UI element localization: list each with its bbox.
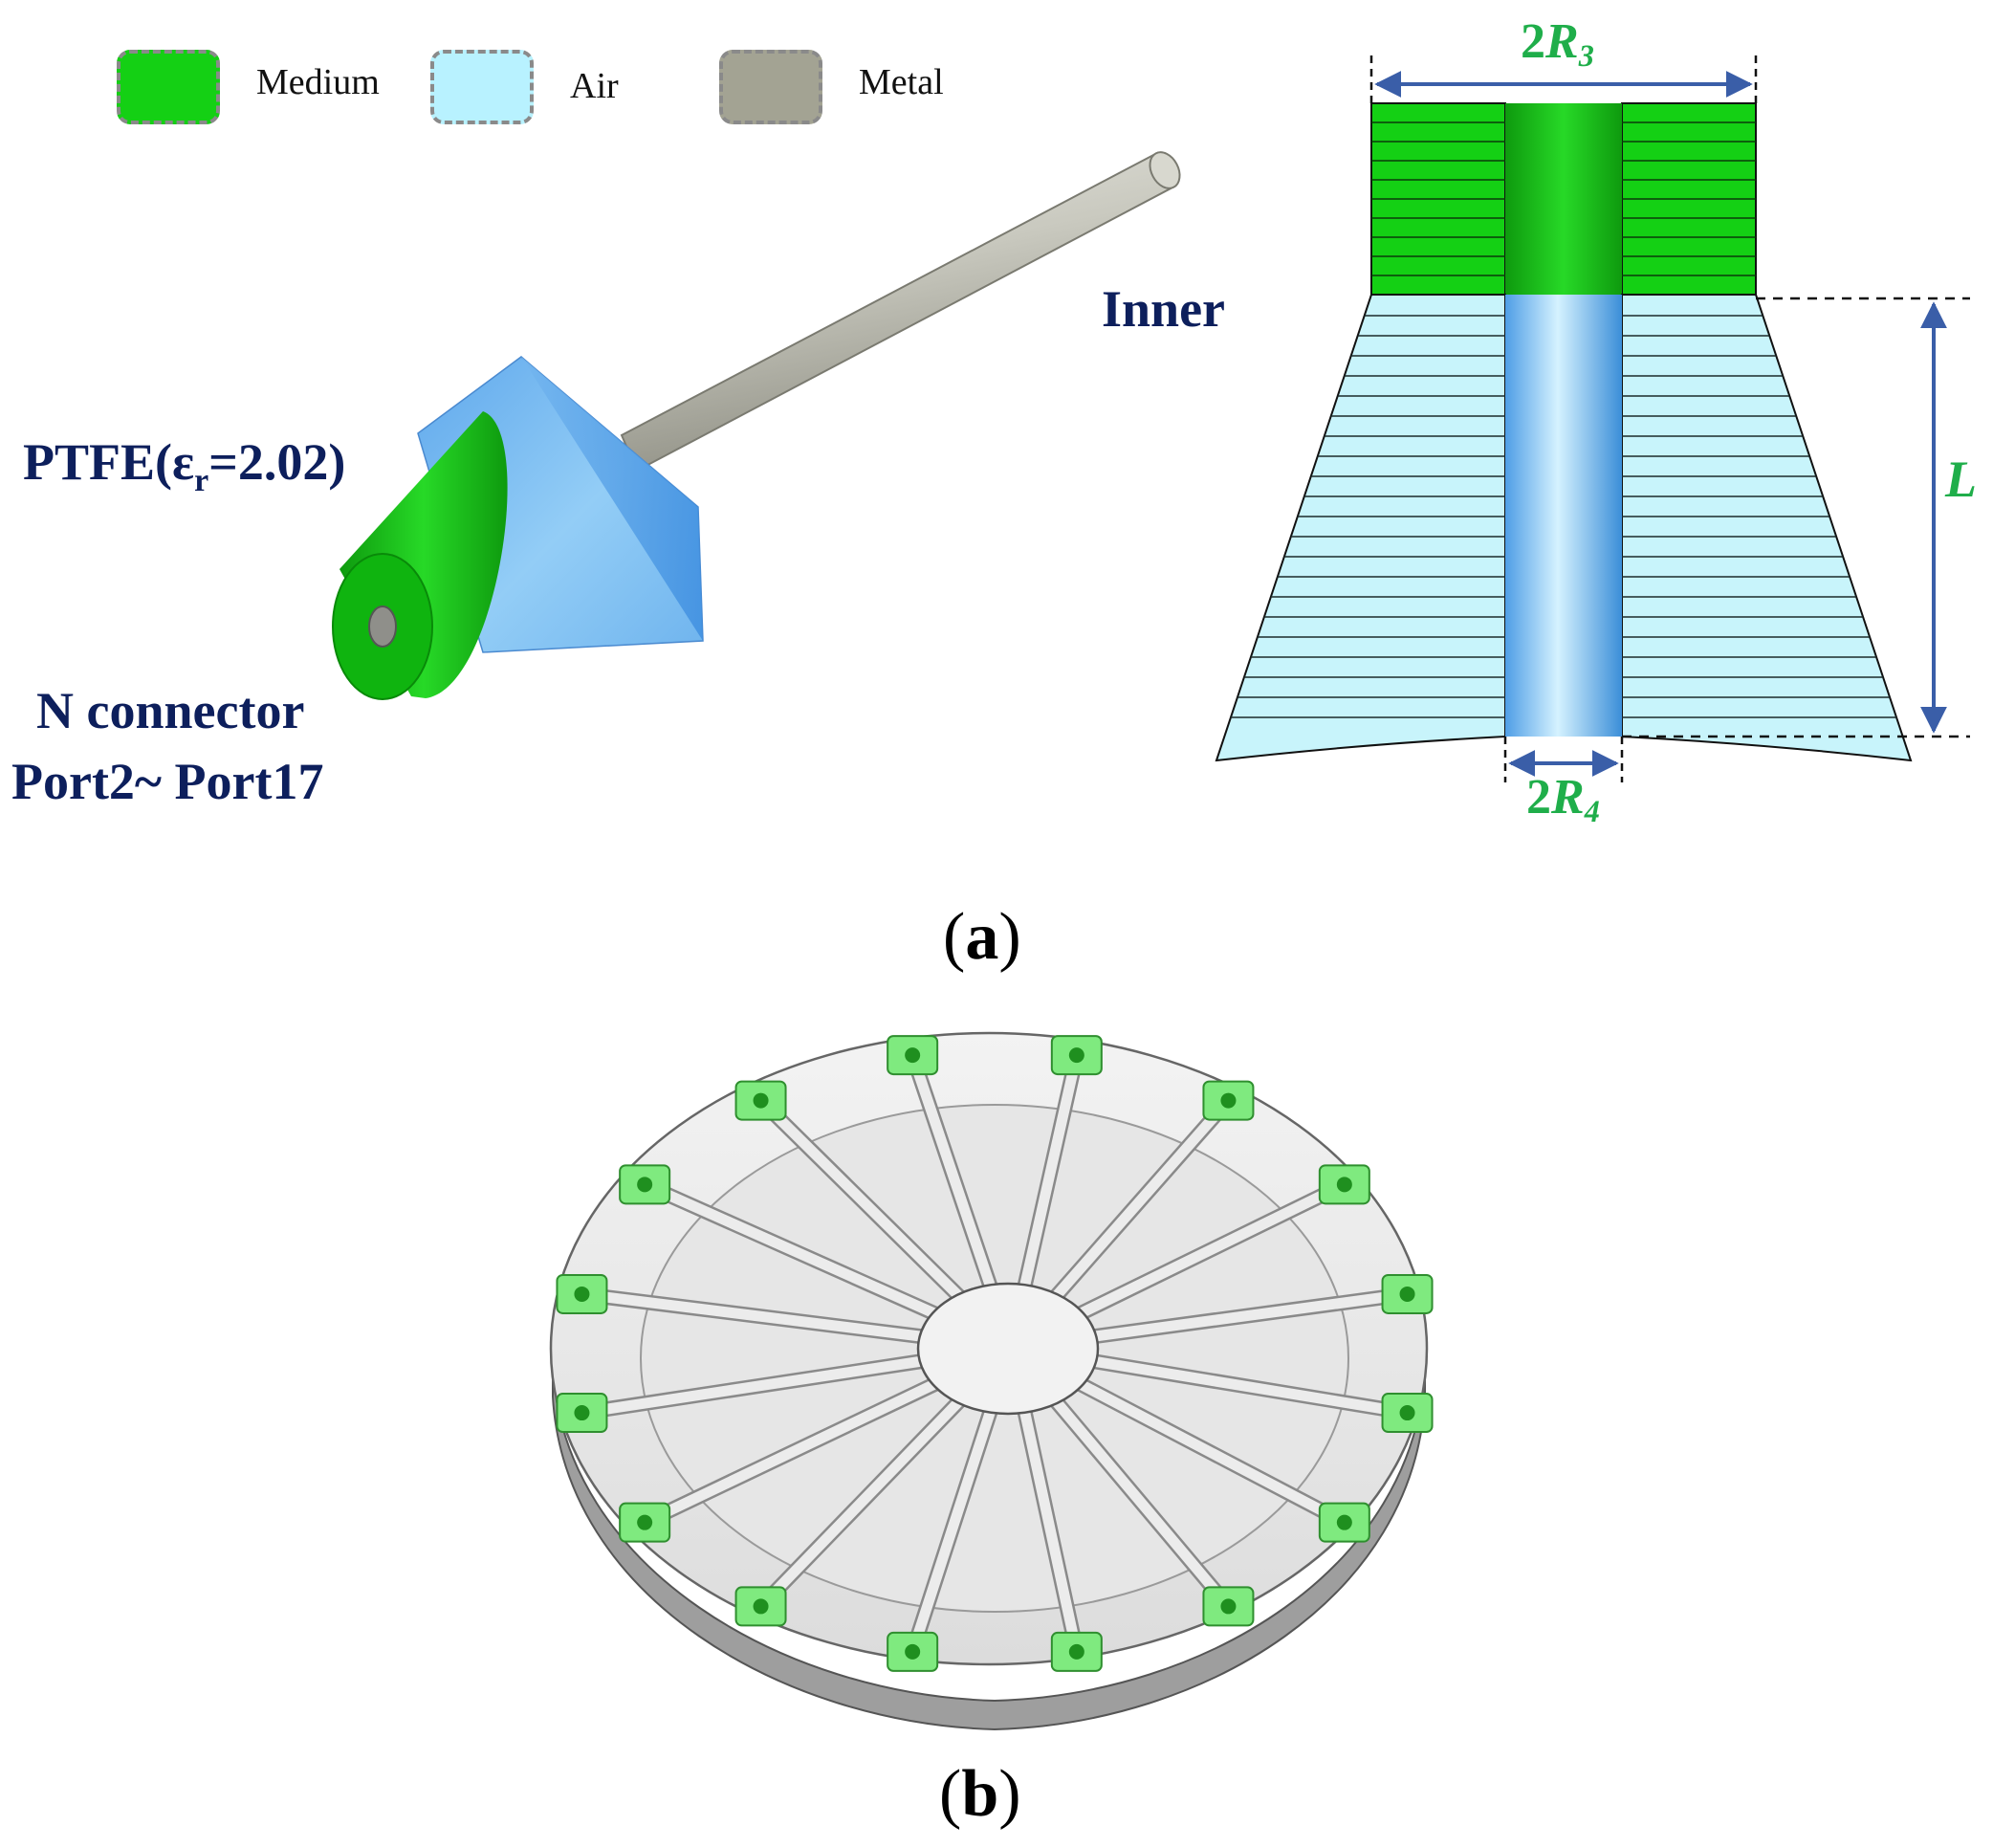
disc-ports — [556, 1035, 1434, 1672]
dim-r4-var: R — [1551, 770, 1585, 825]
air-region-right — [1621, 294, 1913, 762]
metal-rod-end — [1149, 151, 1181, 189]
legend-label-air: Air — [570, 66, 619, 106]
disc-spoke — [756, 1095, 972, 1309]
disc-port-hole — [905, 1643, 921, 1660]
disc-spoke — [1018, 1049, 1083, 1300]
disc-spoke — [1066, 1374, 1350, 1529]
panel-a-close: ) — [998, 900, 1021, 974]
connector-label-line1: N connector — [36, 682, 305, 739]
legend-label-metal: Metal — [859, 62, 944, 102]
air-core — [1505, 295, 1622, 737]
panel-b-open: ( — [939, 1757, 962, 1831]
disc-spoke — [1044, 1389, 1234, 1612]
disc-port-hole — [1068, 1643, 1084, 1660]
connector-pin — [368, 605, 397, 648]
panel-label-b: (b) — [939, 1756, 1021, 1833]
ptfe-cone-face — [521, 357, 703, 641]
disc-center-hub — [916, 1282, 1100, 1416]
metal-rod — [620, 151, 1174, 473]
dim-label-length: L — [1945, 451, 1977, 508]
panel-label-a: (a) — [943, 899, 1021, 976]
disc-port-hole — [1220, 1598, 1237, 1615]
disc-port-hole — [1220, 1092, 1237, 1109]
disc-port-hole — [753, 1598, 769, 1615]
disc-port-hole — [637, 1514, 653, 1530]
disc-port-hole — [637, 1177, 653, 1193]
ptfe-label-sub: r — [194, 462, 209, 498]
disc-spoke — [639, 1178, 950, 1324]
panel-b-letter: b — [961, 1757, 999, 1831]
disc-spoke — [1044, 1095, 1234, 1309]
dim-r3-prefix: 2 — [1521, 14, 1545, 69]
multiport-disc-3d — [549, 1031, 1434, 1731]
dim-r4-sub: 4 — [1584, 794, 1600, 829]
legend-swatch-medium — [117, 50, 220, 124]
disc-spoke — [907, 1049, 998, 1300]
dim-r3-var: R — [1545, 14, 1579, 69]
disc-port-hole — [905, 1047, 921, 1064]
panel-a-letter: a — [965, 900, 999, 974]
dim-label-2r3: 2R3 — [1521, 13, 1594, 74]
connector-label-line2: Port2~ Port17 — [11, 753, 324, 810]
disc-port-hole — [1399, 1286, 1415, 1302]
disc-spoke — [639, 1374, 950, 1529]
ptfe-label: PTFE(εr=2.02) — [23, 432, 345, 499]
panel-b-close: ) — [998, 1757, 1021, 1831]
dim-r3-sub: 3 — [1578, 38, 1594, 74]
disc-port-hole — [1336, 1177, 1352, 1193]
coax-probe-3d — [332, 151, 1181, 700]
air-region-left — [1215, 294, 1506, 762]
legend-label-medium: Medium — [256, 62, 380, 102]
disc-spokes — [574, 1047, 1415, 1660]
legend-swatch-metal — [719, 50, 822, 124]
disc-spoke — [1077, 1353, 1413, 1419]
disc-port-hole — [1399, 1405, 1415, 1421]
disc-spoke — [576, 1353, 939, 1419]
ptfe-label-prefix: PTFE(ε — [23, 433, 195, 491]
disc-spoke — [756, 1389, 972, 1612]
disc-port-hole — [753, 1092, 769, 1109]
disc-port-hole — [574, 1286, 590, 1302]
panel-a-open: ( — [943, 900, 966, 974]
medium-core — [1505, 103, 1622, 295]
ptfe-label-suffix: =2.02) — [208, 433, 346, 491]
medium-hatch — [1371, 121, 1756, 276]
dim-label-2r4: 2R4 — [1526, 769, 1600, 829]
disc-spoke — [1018, 1397, 1083, 1658]
cross-section — [1215, 55, 1970, 782]
dim-r4-prefix: 2 — [1526, 770, 1551, 825]
air-hatch — [1230, 315, 1897, 718]
disc-port-hole — [574, 1405, 590, 1421]
disc-spoke — [907, 1397, 998, 1658]
disc-spoke — [1066, 1178, 1350, 1324]
disc-port-hole — [1068, 1047, 1084, 1064]
legend-swatch-air — [430, 50, 534, 124]
disc-port-hole — [1336, 1514, 1352, 1530]
disc-spoke — [1077, 1288, 1413, 1344]
inner-label: Inner — [1102, 280, 1226, 338]
disc-spoke — [576, 1288, 939, 1344]
